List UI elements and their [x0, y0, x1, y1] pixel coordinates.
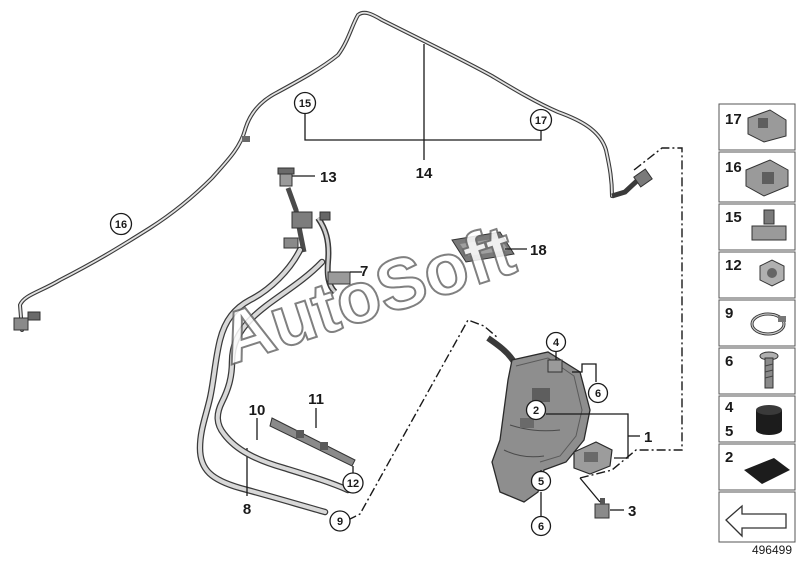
- svg-text:6: 6: [725, 353, 733, 370]
- legend-panel-17: 17: [718, 103, 796, 151]
- reservoir-cap: [547, 359, 563, 373]
- label-plate-18: 18: [451, 231, 547, 263]
- legend-panel-12: 12: [718, 251, 796, 299]
- legend-panel-15: 15: [718, 203, 796, 251]
- diagram-number: 496499: [752, 543, 792, 557]
- callout-14: 14: [416, 165, 433, 182]
- hose-bracket-11: 11: [269, 391, 356, 476]
- filler-neck-assembly: 13 7: [277, 167, 368, 295]
- svg-text:6: 6: [595, 388, 601, 400]
- svg-text:17: 17: [535, 115, 547, 127]
- circled-9: 9: [329, 510, 351, 532]
- circled-16: 16: [109, 212, 133, 236]
- svg-text:16: 16: [115, 219, 127, 231]
- circled-15: 15: [293, 91, 317, 115]
- long-washer-hose: [13, 10, 653, 332]
- callout-1: 1: [644, 429, 652, 446]
- hose-end-connector-left: [13, 311, 41, 331]
- washer-hose-10: 10: [214, 258, 352, 494]
- svg-text:6: 6: [538, 521, 544, 533]
- legend-panel-2: 2: [718, 443, 796, 491]
- circled-callouts: 15 17 16 4 6 2 5 6: [109, 91, 609, 537]
- svg-text:4: 4: [725, 399, 734, 416]
- circled-6-upper: 6: [587, 382, 609, 404]
- svg-text:12: 12: [347, 478, 359, 490]
- legend-panel-6: 6: [718, 347, 796, 395]
- svg-text:17: 17: [725, 111, 742, 128]
- callout-13: 13: [320, 169, 337, 186]
- svg-text:12: 12: [725, 257, 742, 274]
- svg-text:9: 9: [725, 305, 733, 322]
- hose-clip-17-icon: [747, 109, 787, 143]
- nut-12-icon: [759, 259, 785, 287]
- svg-text:9: 9: [337, 516, 343, 528]
- callout-11: 11: [308, 391, 324, 408]
- small-parts-legend: 17 16 15 12: [718, 103, 796, 543]
- circled-12: 12: [342, 472, 364, 494]
- svg-text:5: 5: [538, 476, 544, 488]
- svg-text:2: 2: [725, 449, 733, 466]
- hose-clip-15-icon: [751, 209, 787, 241]
- legend-panel-arrow: [718, 491, 796, 543]
- circled-2: 2: [525, 399, 547, 421]
- svg-text:16: 16: [725, 159, 742, 176]
- screw-6-icon: [759, 351, 779, 389]
- hose-clip-16-icon: [745, 159, 789, 197]
- callout-14-group: 14: [304, 44, 542, 182]
- svg-text:5: 5: [725, 423, 733, 440]
- dashed-connection-lines: [347, 147, 683, 521]
- circled-17: 17: [529, 108, 553, 132]
- hose-end-connector-right: [611, 168, 653, 199]
- legend-panel-4-5: 4 5: [718, 395, 796, 443]
- callout-8: 8: [243, 501, 251, 518]
- legend-panel-16: 16: [718, 151, 796, 203]
- callout-10: 10: [249, 402, 266, 419]
- seal-pad-2-icon: [744, 458, 790, 484]
- svg-text:15: 15: [725, 209, 742, 226]
- legend-panel-9: 9: [718, 299, 796, 347]
- callout-7: 7: [360, 263, 368, 280]
- washer-pump: [573, 441, 613, 475]
- svg-text:15: 15: [299, 98, 311, 110]
- callout-3: 3: [628, 503, 636, 520]
- circled-5: 5: [530, 470, 552, 492]
- hose-connector-7: [327, 271, 351, 285]
- circled-4: 4: [545, 331, 567, 353]
- circled-6-lower: 6: [530, 515, 552, 537]
- callout-18: 18: [530, 242, 547, 259]
- rubber-grommet-icon: [756, 405, 782, 435]
- svg-text:4: 4: [553, 337, 560, 349]
- hose-clip: [242, 136, 250, 142]
- arrow-icon: [725, 504, 787, 538]
- filler-neck-body: [291, 211, 313, 229]
- watermark: AutoSoft: [210, 210, 524, 380]
- washer-fluid-reservoir: [486, 335, 613, 519]
- level-sensor-3: [594, 498, 610, 519]
- svg-text:2: 2: [533, 405, 539, 417]
- hose-clamp-9-icon: [750, 312, 786, 336]
